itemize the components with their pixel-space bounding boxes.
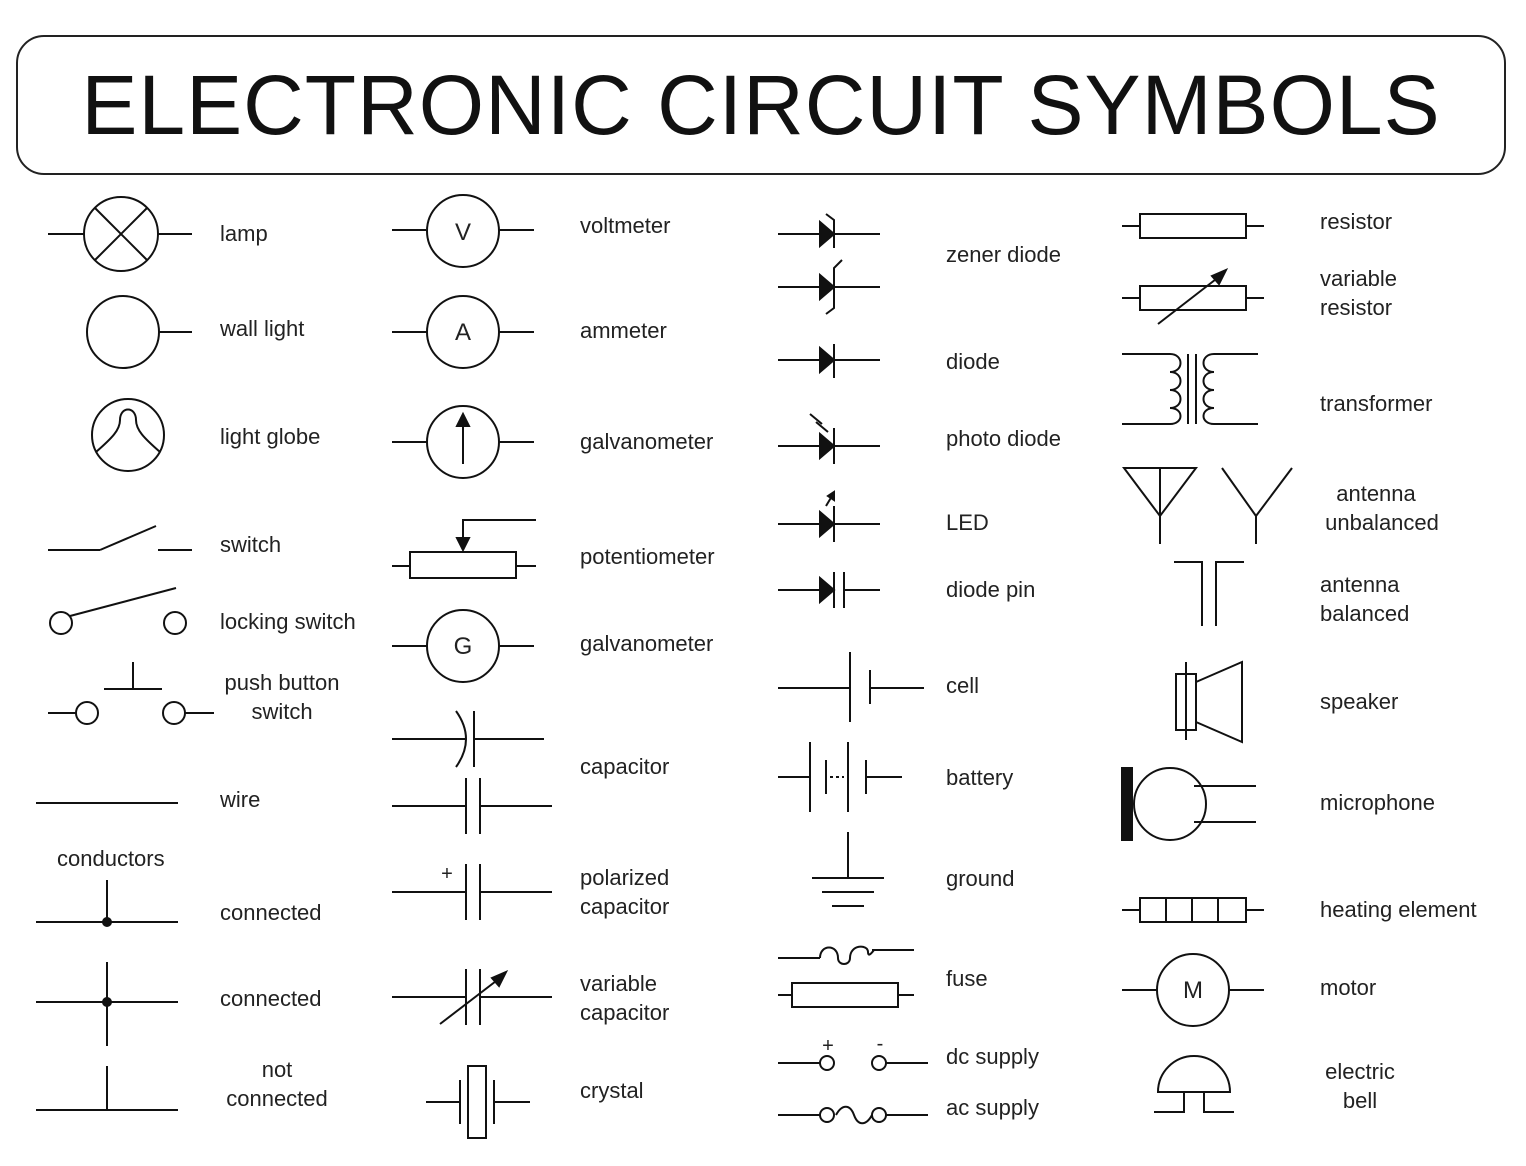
- label-antenna-balanced: balanced: [1320, 601, 1410, 626]
- lamp-symbol: [48, 196, 192, 272]
- capacitor-curved-symbol: [392, 710, 544, 768]
- label-connected-t: connected: [220, 900, 322, 925]
- label-variable-capacitor: capacitor: [580, 1000, 670, 1025]
- resistor-symbol: [1122, 213, 1264, 239]
- polarized-plus-sign: +: [441, 863, 453, 885]
- label-motor: motor: [1320, 975, 1377, 1000]
- antenna-unbalanced-symbol: [1122, 467, 1293, 544]
- antenna-balanced-symbol: [1174, 561, 1244, 626]
- label-crystal: crystal: [580, 1078, 644, 1103]
- heating-element-symbol: [1122, 897, 1264, 923]
- label-microphone: microphone: [1320, 790, 1435, 815]
- voltmeter-letter: V: [454, 219, 471, 246]
- label-antenna-unbal: antenna: [1336, 481, 1416, 506]
- label-polarized: polarized: [580, 865, 670, 890]
- diode-symbol: [778, 344, 880, 378]
- label-zener-diode: zener diode: [946, 242, 1061, 267]
- dc-supply-symbol: [778, 1055, 928, 1071]
- crystal-symbol: [426, 1065, 530, 1139]
- wall-light-symbol: [86, 295, 192, 369]
- ammeter-symbol: [392, 295, 534, 369]
- switch-symbol: [48, 525, 192, 551]
- label-conductors: conductors: [57, 846, 165, 871]
- label-battery: battery: [946, 765, 1014, 790]
- label-voltmeter: voltmeter: [580, 213, 671, 238]
- variable-resistor-symbol: [1122, 268, 1264, 325]
- label-ac-supply: ac supply: [946, 1095, 1039, 1120]
- led-symbol: [778, 490, 880, 542]
- light-globe-symbol: [91, 398, 165, 472]
- label-locking-switch: locking switch: [220, 609, 356, 634]
- transformer-symbol: [1122, 353, 1258, 425]
- label-galvanometer-1: galvanometer: [580, 429, 714, 454]
- galvanometer-arrow-symbol: [392, 405, 534, 479]
- label-resistor: resistor: [1320, 209, 1393, 234]
- label-antenna-unbalanced: unbalanced: [1325, 510, 1439, 535]
- label-dc-supply: dc supply: [946, 1044, 1039, 1069]
- motor-letter: M: [1183, 977, 1203, 1004]
- dc-plus-sign: +: [822, 1035, 834, 1057]
- speaker-symbol: [1175, 660, 1243, 744]
- label-electric: electric: [1325, 1059, 1395, 1084]
- voltmeter-symbol: [392, 194, 534, 268]
- label-cell: cell: [946, 673, 980, 698]
- cell-symbol: [778, 652, 924, 722]
- label-potentiometer: potentiometer: [580, 544, 715, 569]
- label-lamp: lamp: [220, 221, 268, 246]
- galvanometer-letter: G: [453, 633, 473, 660]
- ac-supply-symbol: [778, 1105, 928, 1125]
- label-heating-element: heating element: [1320, 897, 1477, 922]
- zener-diode-symbol: [778, 213, 880, 315]
- photo-diode-symbol: [778, 413, 880, 464]
- label-electric-bell: bell: [1342, 1088, 1378, 1113]
- variable-capacitor-symbol: [392, 969, 552, 1025]
- label-diode-pin: diode pin: [946, 577, 1036, 602]
- title-box: ELECTRONIC CIRCUIT SYMBOLS: [16, 35, 1506, 175]
- connected-t-symbol: [36, 880, 178, 927]
- diode-pin-symbol: [778, 572, 880, 608]
- label-wire: wire: [220, 787, 261, 812]
- label-push-button: push button: [224, 670, 340, 695]
- label-connected-cross: connected: [220, 986, 322, 1011]
- page-title: ELECTRONIC CIRCUIT SYMBOLS: [81, 57, 1441, 152]
- dc-minus-sign: -: [876, 1033, 884, 1055]
- battery-symbol: [778, 742, 902, 812]
- label-variable-res: variable: [1320, 266, 1398, 291]
- label-antenna-bal: antenna: [1320, 572, 1400, 597]
- not-connected-symbol: [36, 1066, 178, 1111]
- label-light-globe: light globe: [220, 424, 321, 449]
- label-variable-resistor: resistor: [1320, 295, 1393, 320]
- polarized-capacitor-symbol: [392, 864, 552, 920]
- label-polarized-capacitor: capacitor: [580, 894, 670, 919]
- label-not-connected: connected: [226, 1086, 328, 1111]
- electric-bell-symbol: [1154, 1055, 1234, 1113]
- label-ground: ground: [946, 866, 1015, 891]
- label-fuse: fuse: [946, 966, 988, 991]
- label-speaker: speaker: [1320, 689, 1399, 714]
- ground-symbol: [812, 832, 884, 907]
- microphone-symbol: [1121, 767, 1256, 841]
- label-variable: variable: [580, 971, 658, 996]
- label-switch: switch: [220, 532, 282, 557]
- connected-cross-symbol: [36, 962, 178, 1046]
- capacitor-plates-symbol: [392, 778, 552, 834]
- label-ammeter: ammeter: [580, 318, 667, 343]
- label-galvanometer-2: galvanometer: [580, 631, 714, 656]
- ammeter-letter: A: [454, 319, 471, 346]
- label-transformer: transformer: [1320, 391, 1433, 416]
- label-capacitor: capacitor: [580, 754, 670, 779]
- label-photo-diode: photo diode: [946, 426, 1061, 451]
- locking-switch-symbol: [49, 587, 187, 635]
- potentiometer-symbol: [392, 519, 536, 579]
- galvanometer-g-symbol: [392, 609, 534, 683]
- label-diode: diode: [946, 349, 1000, 374]
- label-led: LED: [946, 510, 989, 535]
- motor-symbol: [1122, 953, 1264, 1027]
- label-wall-light: wall light: [220, 316, 305, 341]
- label-not: not: [261, 1057, 293, 1082]
- push-button-switch-symbol: [48, 662, 214, 725]
- fuse-symbol: [778, 945, 914, 1008]
- label-push-button-switch: switch: [251, 699, 313, 724]
